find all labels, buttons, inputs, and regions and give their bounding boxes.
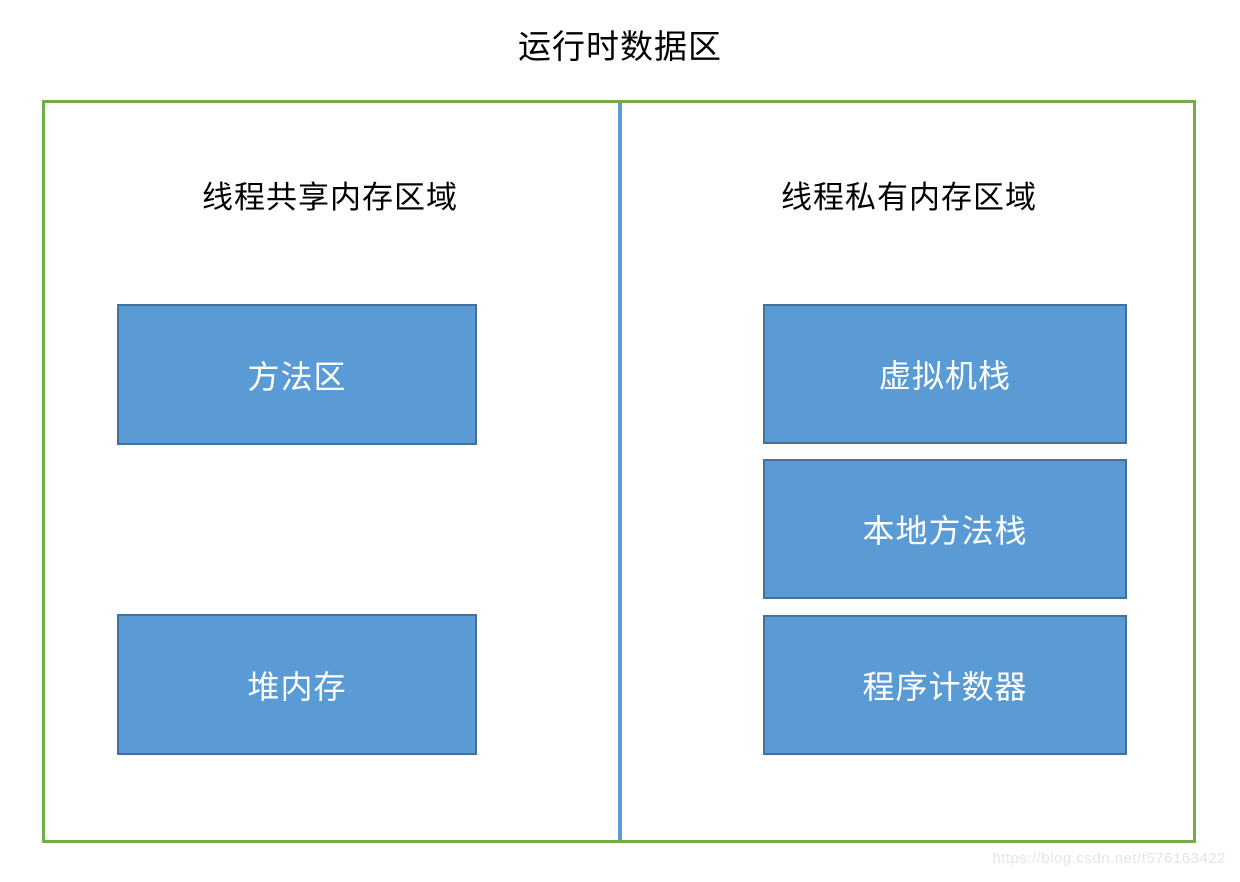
section-divider-line (618, 103, 622, 840)
box-native-method-stack-label: 本地方法栈 (862, 512, 1028, 550)
box-native-method-stack: 本地方法栈 (763, 459, 1127, 599)
box-method-area: 方法区 (117, 304, 477, 445)
page-title: 运行时数据区 (518, 27, 722, 66)
box-vm-stack: 虚拟机栈 (763, 304, 1127, 444)
thread-private-section-heading: 线程私有内存区域 (781, 180, 1037, 216)
box-program-counter: 程序计数器 (763, 615, 1127, 755)
thread-shared-section-heading: 线程共享内存区域 (202, 180, 458, 216)
box-heap-memory: 堆内存 (117, 614, 477, 755)
box-heap-memory-label: 堆内存 (247, 667, 347, 706)
box-program-counter-label: 程序计数器 (862, 668, 1028, 706)
watermark-text: https://blog.csdn.net/t576163422 (992, 850, 1226, 867)
box-method-area-label: 方法区 (247, 357, 347, 396)
box-vm-stack-label: 虚拟机栈 (878, 357, 1011, 395)
